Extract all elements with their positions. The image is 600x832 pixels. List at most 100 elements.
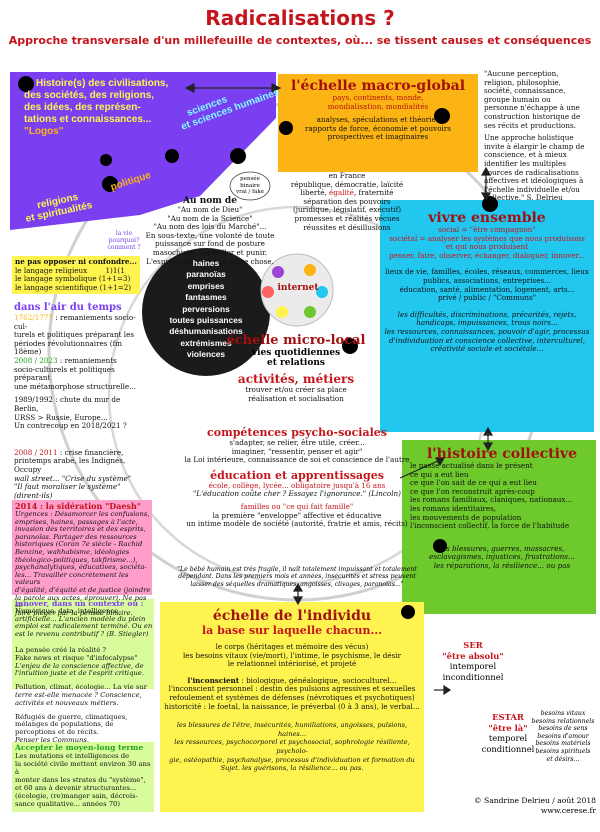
daesh-line: psychanalytiques, éducatives, sociéta- xyxy=(15,563,147,572)
innover-line: emploi est radicalement terminé. Ou en xyxy=(15,622,153,631)
url-line: www.cerese.fr xyxy=(540,806,596,815)
individu-line: refoulement et systèmes de défenses (név… xyxy=(169,692,415,702)
france-line: (juridique, législatif, exécutif) xyxy=(292,205,402,215)
vivre-line: social = "être compagnon" xyxy=(438,225,536,234)
daesh-line: paranoïas. Partager des ressources xyxy=(15,532,137,541)
macro-line: pays, continents, monde, xyxy=(332,93,424,102)
internet-dot-orange xyxy=(304,264,316,276)
langage-head: ne pas opposer ni confondre... xyxy=(15,257,137,266)
vivre-line: privé / public / "Communs" xyxy=(437,293,537,303)
au-nom-line: "Au nom des lois du Marché"... xyxy=(153,222,267,232)
histoire-box xyxy=(10,72,276,230)
moyen-line: et 60 ans à devenir structurantes... xyxy=(15,784,137,792)
activites-line: trouver et/ou créer sa place xyxy=(245,385,347,394)
air-line: périodes révolutionnaires (fin 18ème) xyxy=(14,338,122,357)
moyen-line: Les mutations et intelligences de xyxy=(15,752,130,760)
innover-line: activités et nouveaux métiers. xyxy=(15,698,119,707)
quote-line: religion, philosophie, xyxy=(484,77,561,87)
quote-line: Une approche holistique xyxy=(484,133,574,143)
au-nom-head: Au nom de xyxy=(183,196,237,206)
daesh-head: 2014 : la sidération "Daesh" xyxy=(15,501,141,511)
year-2008: 2008 / 2023 xyxy=(14,355,58,365)
daesh-line: Urgences : Désamorcer les confusions, xyxy=(15,510,150,518)
france-line: république, démocratie, laïcité xyxy=(290,179,404,189)
collective-head: l'histoire collective xyxy=(426,446,578,462)
vivre-line: handicaps, impuissances, trous noirs... xyxy=(416,318,558,328)
arrow-to-collective xyxy=(399,459,441,479)
daesh-line: faire piéger par la pensée binaire. xyxy=(15,608,133,617)
quote-line: identifier les multiples xyxy=(484,158,567,168)
estar-line: conditionnel xyxy=(481,743,535,754)
air-line: printemps arabe, les Indignés, Occupy xyxy=(14,456,126,474)
individu-line: l'inconscient personnel : destin des pul… xyxy=(168,684,416,694)
individu-sub: la base sur laquelle chacun... xyxy=(202,624,382,637)
daesh-line: emprises, haines, passages à l'acte, xyxy=(15,517,138,526)
micro-block: échelle micro-local vies quotidiennes et… xyxy=(176,334,416,409)
collective-line: ce qui a eut lieu xyxy=(410,469,469,479)
collective-line: les romans identitaires, xyxy=(410,503,497,513)
besoin-item: besoins de sens xyxy=(538,725,588,733)
vivre-line: d'individuation et conscience collective… xyxy=(388,335,586,345)
estar-line: "être là" xyxy=(488,722,528,733)
france-line: en France xyxy=(328,171,366,180)
innover-line: artificielle... L'ancien modèle du plein xyxy=(15,614,146,623)
black-dot xyxy=(401,605,415,619)
air-block: dans l'air du temps 1762/1777 : remaniem… xyxy=(14,302,146,500)
black-dot xyxy=(102,176,118,192)
quote-line: sources de radicalisations xyxy=(484,167,579,177)
collective-line: l'inconscient collectif, la force de l'h… xyxy=(410,521,570,531)
vivre-block: vivre ensemble social = "être compagnon"… xyxy=(382,210,592,354)
quote-line: groupe humain ou xyxy=(484,94,551,104)
france-line: séparation des pouvoirs xyxy=(303,196,391,206)
france-line: promesses et réalités vécues xyxy=(294,213,400,223)
vivre-head: vivre ensemble xyxy=(428,210,546,226)
dark-circle-word: fantasmes xyxy=(185,292,227,303)
collective-line: les romans familiaux, claniques, nationa… xyxy=(410,495,573,505)
individu-line: les ressources, psychocorporel et psycho… xyxy=(174,738,410,755)
vivre-line: les ressources, connaissances, pouvoir d… xyxy=(384,326,590,336)
innover-line: La pensée créé la réalité ? xyxy=(15,645,107,654)
vivre-line: et qui nous produisent xyxy=(445,242,529,252)
besoin-item: besoins relationnels xyxy=(531,717,595,725)
vie-line: pourquoi? xyxy=(108,237,140,244)
air-line: turels et politiques préparant les xyxy=(14,330,135,340)
macro-line: mondialisation, mondialités xyxy=(327,101,429,111)
au-nom-line: En sous-texte, une volonté de toute xyxy=(145,230,275,240)
au-nom-line: masochiste. Surveiller et punir. xyxy=(152,247,268,257)
competences-line: s'adapter, se relier, être utile, créer.… xyxy=(229,438,365,447)
estar-block: ESTAR "être là" temporel conditionnel xyxy=(478,712,538,754)
moyen-line: la société civile mettent environ 30 ans… xyxy=(15,760,151,776)
quote-line: l'échelle individuelle et/ou xyxy=(484,184,580,194)
macro-line: analyses, spéculations et théories xyxy=(316,115,440,125)
inconscient-label: l'inconscient xyxy=(187,675,240,685)
air-line: Un contrecoup en 2018/2021 ? xyxy=(14,421,127,431)
daesh-line: théologico-politiques, takfirisme...), xyxy=(15,555,138,564)
black-dot xyxy=(165,149,179,163)
macro-head: l'échelle macro-global xyxy=(290,78,466,94)
education-head: éducation et apprentissages xyxy=(210,468,384,482)
au-nom-line: L'esprit critique exige autre chose. xyxy=(146,256,274,266)
en-france-block: en France république, démocratie, laïcit… xyxy=(282,171,412,232)
dark-circle-word: déshumanisations xyxy=(169,326,243,337)
individu-block: échelle de l'individu la base sur laquel… xyxy=(162,608,422,773)
dark-circle-word: emprises xyxy=(187,280,225,291)
internet-dot-purple xyxy=(272,266,284,278)
moyen-block: Accepter le moyen-long terme Les mutatio… xyxy=(15,744,153,809)
au-nom-line: "Au nom de Dieu" xyxy=(177,205,243,214)
individu-line: gie, ostéopathie, psychanalyse, processu… xyxy=(169,755,415,764)
air-line: URSS > Russie, Europe... xyxy=(14,412,108,422)
au-nom-block: Au nom de "Au nom de Dieu" "Au nom de la… xyxy=(140,196,280,266)
innover-line: Numérique, data, intelligence xyxy=(15,606,119,615)
vie-text: la vie pourquoi? comment ? xyxy=(104,230,144,251)
pensee-binaire-text: pensée binaire vrai / fake xyxy=(235,176,265,195)
year-2011: 2008 / 2011 xyxy=(14,447,58,457)
quote-line: construction historique de xyxy=(484,111,581,121)
collective-line: ce que l'on reconstruit après-coup xyxy=(410,486,535,496)
arrows xyxy=(184,83,494,696)
estar-line: temporel xyxy=(488,733,528,743)
daesh-line: Benzine, wahhabisme, idéologies xyxy=(15,547,130,556)
innover-line: Réfugiés de guerre, climatiques, xyxy=(15,712,128,721)
black-dot xyxy=(433,539,447,553)
